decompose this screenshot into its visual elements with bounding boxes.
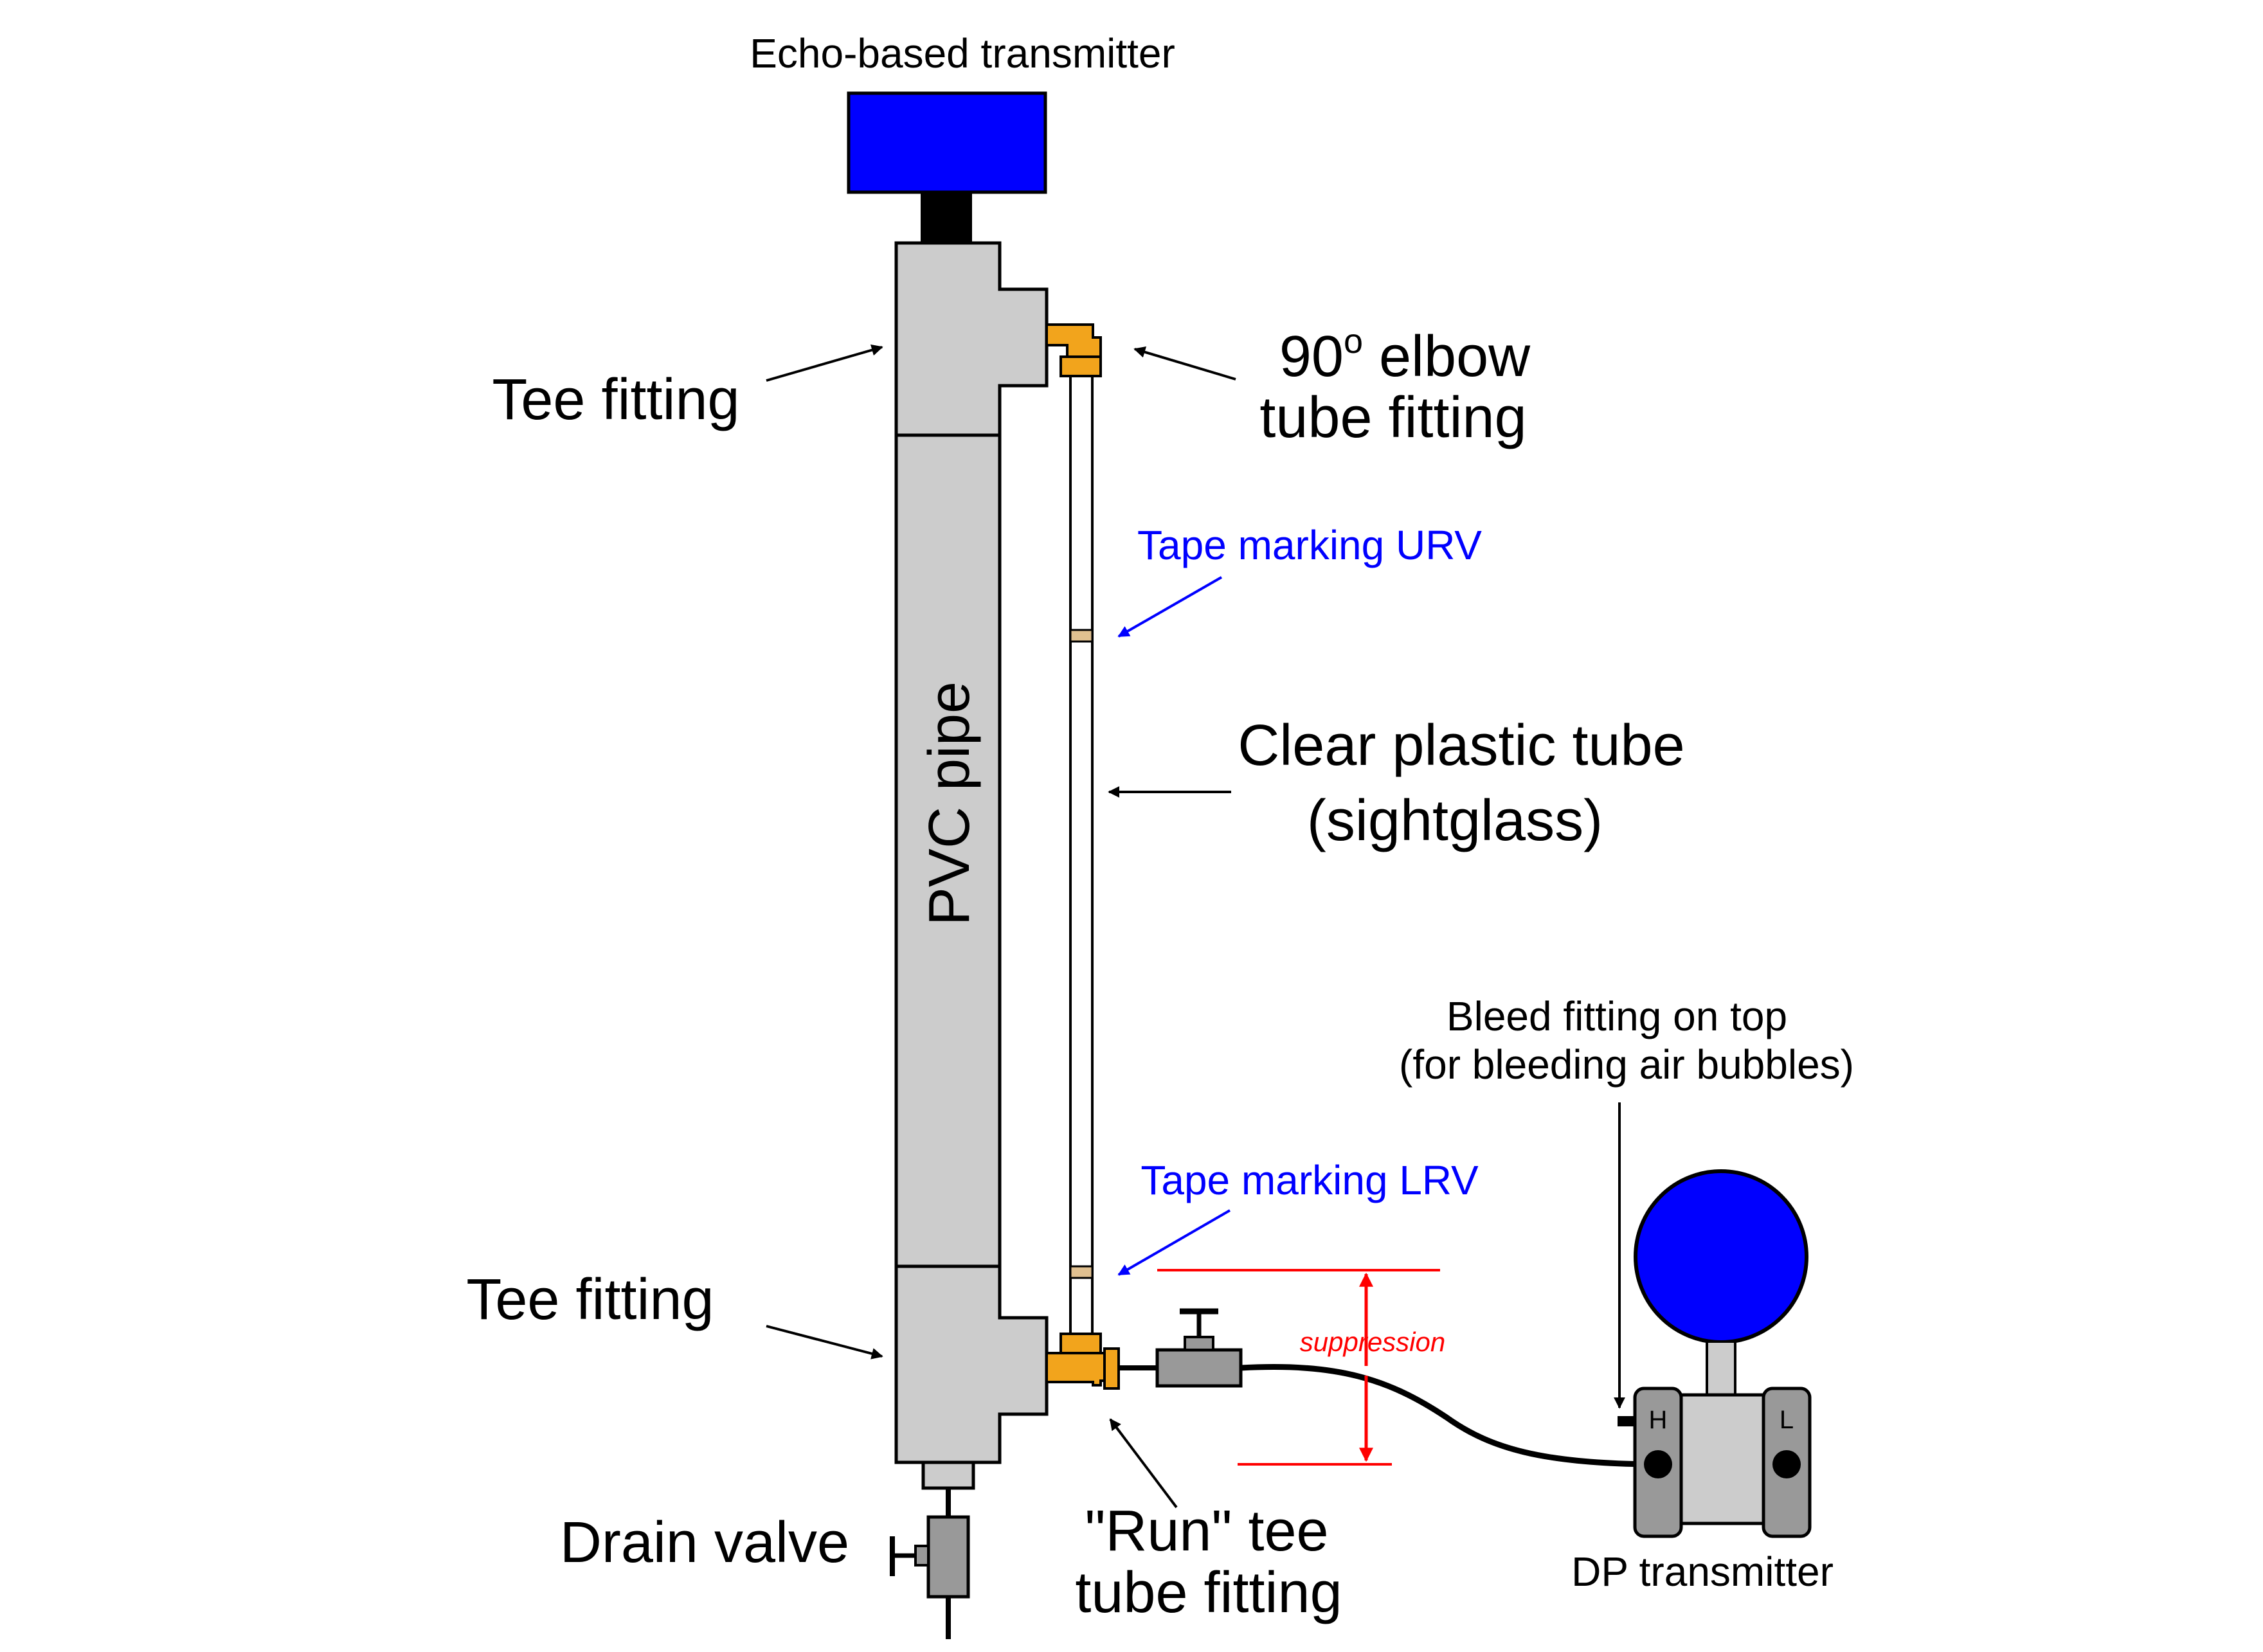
- tee-fitting-bottom: [894, 1264, 1049, 1464]
- dp-transmitter-neck: [1706, 1340, 1736, 1396]
- suppression-label: suppression: [1300, 1327, 1445, 1357]
- echo-transmitter-label: Echo-based transmitter: [750, 30, 1175, 76]
- run-tee-label-line1: "Run" tee: [1085, 1499, 1328, 1563]
- echo-transmitter-neck: [921, 193, 972, 242]
- bleed-fitting: [1618, 1416, 1635, 1426]
- echo-transmitter: [847, 91, 1047, 242]
- tubing-to-dp: [1240, 1364, 1646, 1468]
- run-tee-label-line2: tube fitting: [1075, 1561, 1342, 1625]
- arrow-tape-urv: [1117, 576, 1222, 638]
- tee-fitting-top: [894, 241, 1049, 437]
- elbow-label-line2: tube fitting: [1259, 386, 1526, 450]
- run-tee-nut: [1059, 1333, 1102, 1354]
- arrow-tee-bottom: [766, 1325, 883, 1360]
- pvc-pipe-assembly: [894, 241, 1049, 1490]
- arrow-tee-top: [766, 344, 883, 382]
- bleed-label-line2: (for bleeding air bubbles): [1399, 1041, 1854, 1088]
- run-tee-tube-fitting: [1045, 1352, 1106, 1387]
- suppression-dimension: suppression: [1157, 1269, 1445, 1466]
- sightglass-assembly: [1045, 323, 1120, 1390]
- tape-marking-urv: [1069, 629, 1094, 643]
- bleed-label-line1: Bleed fitting on top: [1447, 993, 1787, 1039]
- run-tee-outlet-nut: [1103, 1347, 1120, 1390]
- drain-valve-label: Drain valve: [560, 1511, 849, 1575]
- dp-transmitter-head: [1634, 1169, 1808, 1344]
- dp-port-high: [1644, 1450, 1672, 1478]
- arrow-elbow: [1133, 346, 1236, 381]
- pointer-arrows: [766, 344, 1625, 1509]
- dp-port-low: [1772, 1450, 1801, 1478]
- pvc-pipe-label: PVC pipe: [917, 681, 982, 926]
- clear-plastic-tube: [1069, 375, 1094, 1335]
- clear-tube-label-line1: Clear plastic tube: [1238, 714, 1684, 778]
- block-valve-bonnet: [1184, 1336, 1214, 1351]
- labels: Echo-based transmitter Tee fitting 90o e…: [466, 30, 1854, 1625]
- drain-valve: [890, 1488, 970, 1639]
- dp-transmitter-label: DP transmitter: [1571, 1549, 1834, 1595]
- port-high-label: H: [1649, 1406, 1668, 1434]
- elbow-label-line1: 90o elbow: [1279, 322, 1531, 389]
- pipe-plug: [921, 1460, 975, 1490]
- port-low-label: L: [1780, 1406, 1794, 1434]
- block-valve-body: [1155, 1348, 1243, 1388]
- tee-fitting-top-label: Tee fitting: [492, 368, 739, 432]
- arrow-tape-lrv: [1117, 1209, 1231, 1276]
- dp-transmitter-body: [1679, 1393, 1765, 1525]
- elbow-tube-fitting: [1045, 323, 1102, 358]
- pvc-pipe: [894, 433, 1002, 1268]
- tape-urv-label: Tape marking URV: [1137, 522, 1482, 568]
- tape-lrv-label: Tape marking LRV: [1141, 1157, 1479, 1203]
- tee-fitting-bottom-label: Tee fitting: [466, 1268, 714, 1332]
- arrow-run-tee: [1109, 1418, 1178, 1509]
- echo-transmitter-head: [847, 91, 1047, 194]
- clear-tube-label-line2: (sightglass): [1307, 789, 1603, 853]
- drain-valve-stem: [914, 1545, 930, 1567]
- dp-transmitter: H L: [1618, 1169, 1812, 1538]
- drain-valve-body: [926, 1515, 970, 1599]
- elbow-nut: [1059, 355, 1102, 377]
- impulse-line: [1119, 1308, 1646, 1468]
- tape-marking-lrv: [1069, 1265, 1094, 1279]
